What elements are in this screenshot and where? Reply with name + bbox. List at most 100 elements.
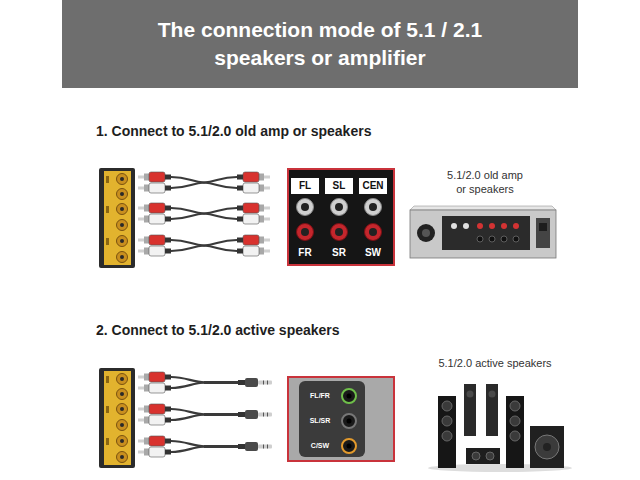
- amp-top: [410, 206, 556, 210]
- amp-terminal: [513, 223, 519, 229]
- channel-label: FR: [298, 246, 311, 260]
- panel-jacks: [297, 199, 382, 241]
- red-plug: [138, 203, 171, 213]
- white-plug: [138, 447, 171, 457]
- aux-socket: [342, 439, 356, 453]
- channel-label: FL: [299, 178, 311, 194]
- socket-hole: [369, 228, 377, 236]
- text-cell: CEN: [359, 178, 387, 194]
- aux-socket: [342, 414, 356, 428]
- channel-label: SR: [332, 246, 346, 260]
- channel-label: SW: [365, 246, 381, 260]
- text-cell: 5.1/2.0 active speakers: [415, 356, 575, 370]
- rca-cables: [171, 177, 237, 251]
- speaker-driver: [510, 431, 520, 441]
- cable-wire: [171, 415, 205, 421]
- title: The connection mode of 5.1 / 2.1 speaker…: [150, 16, 490, 73]
- label-plate: [325, 178, 353, 194]
- socket-hole: [335, 228, 343, 236]
- text-cell: C/SW: [302, 440, 338, 452]
- section-heading: 2. Connect to 5.1/2.0 active speakers: [96, 322, 340, 338]
- cable-wire: [171, 377, 205, 383]
- socket-hole: [347, 419, 352, 424]
- speaker-driver: [442, 401, 452, 411]
- speaker-driver: [489, 391, 496, 398]
- label-plate: [359, 178, 387, 194]
- white-plug: [237, 183, 270, 193]
- socket-hole: [347, 394, 352, 399]
- red-plug: [237, 203, 270, 213]
- cable-wire: [204, 381, 239, 384]
- socket-hole: [369, 203, 377, 211]
- mini-jack-plug: [238, 410, 272, 419]
- mini-jack-plug: [238, 378, 272, 387]
- rear-speaker: [486, 384, 498, 436]
- subwoofer-cap: [543, 443, 551, 451]
- cable-wire: [171, 447, 205, 453]
- amp-terminal: [463, 223, 469, 229]
- title-banner: [62, 0, 578, 88]
- rca-socket: [365, 224, 382, 241]
- amplifier-picture: [410, 206, 556, 258]
- tower-speaker: [506, 396, 524, 468]
- amp-switch: [539, 223, 547, 231]
- speaker-driver: [472, 452, 480, 460]
- red-plug: [138, 436, 171, 446]
- white-plug: [138, 383, 171, 393]
- rca-socket: [365, 199, 382, 216]
- red-plug: [237, 172, 270, 182]
- label-box: 1. Connect to 5.1/2.0 old amp or speaker…: [96, 123, 371, 139]
- cable-wire: [171, 246, 237, 252]
- rca-input-panel: FL SL CEN FR SR SW: [287, 168, 395, 266]
- cable-wire: [204, 413, 239, 416]
- amp-fan: [417, 224, 435, 242]
- aux-input-panel: FL/FR SL/SR C/SW: [287, 376, 395, 462]
- speaker-driver: [510, 416, 520, 426]
- cable-wire: [171, 441, 205, 447]
- speakers-picture: [428, 384, 572, 472]
- channel-label: SL: [333, 178, 346, 194]
- cable-wire: [171, 214, 237, 220]
- device-caption: 5.1/2.0 active speakers: [438, 356, 551, 370]
- speaker-driver: [467, 391, 474, 398]
- socket-hole: [347, 444, 352, 449]
- rca-socket: [297, 224, 314, 241]
- text-cell: SR: [325, 246, 353, 260]
- cable-wire: [204, 445, 239, 448]
- split-cables: [171, 377, 239, 452]
- text-cell: FR: [291, 246, 319, 260]
- amp-terminal: [477, 223, 483, 229]
- red-plug: [138, 404, 171, 414]
- amp-terminal: [513, 236, 519, 242]
- amp-terminal: [501, 223, 507, 229]
- text-cell: SW: [359, 246, 387, 260]
- label-box: 2. Connect to 5.1/2.0 active speakers: [96, 322, 340, 338]
- text-cell: SL/SR: [302, 415, 338, 427]
- mini-jack-plug: [238, 442, 272, 451]
- jack-plate: [299, 381, 365, 457]
- jack-label: SL/SR: [310, 415, 331, 427]
- jack-label: C/SW: [311, 440, 329, 452]
- center-speaker: [466, 448, 500, 464]
- subwoofer-driver: [535, 435, 559, 459]
- white-plug: [138, 214, 171, 224]
- text-cell: FL/FR: [302, 390, 338, 402]
- amp-terminal: [501, 236, 507, 242]
- white-plug: [138, 246, 171, 256]
- rca-socket: [331, 224, 348, 241]
- amp-terminal: [489, 236, 495, 242]
- jack-label: FL/FR: [310, 390, 330, 402]
- red-plug: [138, 372, 171, 382]
- red-plug: [138, 235, 171, 245]
- amp-terminal: [451, 223, 457, 229]
- panel-ground: [287, 376, 395, 462]
- speaker-set: 5.1/2.0 active speakers: [415, 354, 575, 470]
- section-heading: 1. Connect to 5.1/2.0 old amp or speaker…: [96, 123, 371, 139]
- amplifier: 5.1/2.0 old amp or speakers: [405, 164, 565, 264]
- tower-speaker: [438, 396, 456, 468]
- speaker-driver: [486, 452, 494, 460]
- device-caption: 5.1/2.0 old amp or speakers: [443, 168, 527, 196]
